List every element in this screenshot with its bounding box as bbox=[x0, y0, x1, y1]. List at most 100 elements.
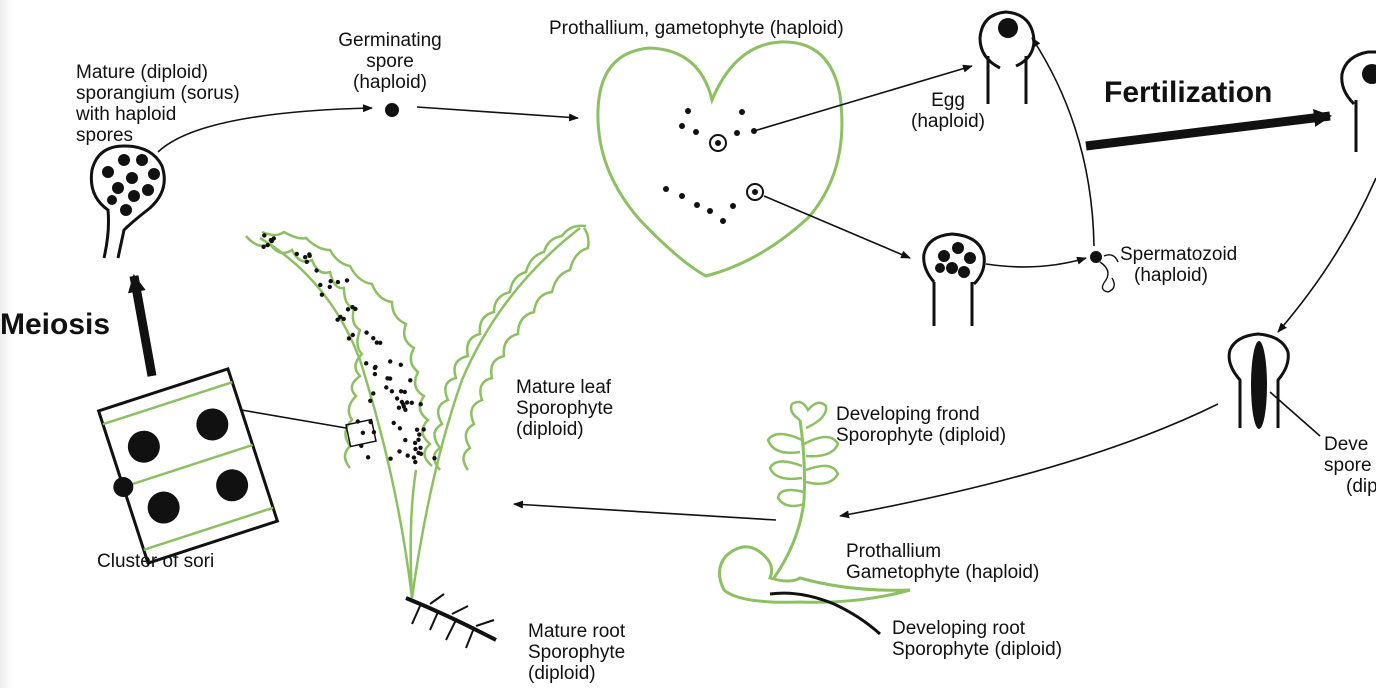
label-developing-sporophyte: Deve spore (dip bbox=[1324, 434, 1376, 497]
label-line: sporangium (sorus) bbox=[76, 83, 240, 104]
sorus-dot bbox=[412, 440, 418, 446]
label-line: Mature (diploid) bbox=[76, 62, 208, 83]
label-line: Mature root bbox=[528, 621, 626, 642]
label-line: spore bbox=[366, 51, 414, 72]
cluster-of-sori bbox=[96, 367, 280, 565]
sorus-dot bbox=[350, 305, 355, 310]
sorus-dot bbox=[432, 456, 437, 461]
sorus-dot bbox=[418, 445, 423, 450]
sorus-dot bbox=[413, 446, 418, 452]
sorus-dot bbox=[338, 314, 343, 320]
sorus-dot bbox=[374, 340, 379, 345]
sorus-dot bbox=[265, 242, 270, 248]
sorus-dot bbox=[384, 385, 389, 390]
sorus-dot bbox=[345, 307, 351, 312]
zygote-archegonium bbox=[1340, 50, 1376, 152]
label-developing-root: Developing root Sporophyte (diploid) bbox=[892, 618, 1062, 660]
sorus-dot bbox=[404, 400, 410, 405]
label-line: Developing root bbox=[892, 618, 1026, 639]
label-line: Germinating bbox=[338, 30, 442, 51]
sorus-dot bbox=[388, 456, 393, 461]
sorus-dot bbox=[398, 362, 403, 367]
prothallium-heart bbox=[596, 40, 844, 278]
sorus-dot bbox=[418, 402, 423, 407]
sorus-dot bbox=[350, 332, 355, 338]
label-line: Egg bbox=[931, 90, 965, 111]
label-prothallium-gametophyte: Prothallium, gametophyte (haploid) bbox=[549, 18, 844, 39]
sorus-dot bbox=[307, 253, 312, 258]
sorus-dot bbox=[389, 389, 395, 394]
sorus-dot bbox=[397, 426, 403, 431]
developing-sporophyte bbox=[1227, 332, 1321, 437]
sorus-dot bbox=[262, 233, 267, 238]
sorus-dot bbox=[371, 336, 376, 341]
label-line: Spermatozoid bbox=[1120, 244, 1238, 265]
sorus-dot bbox=[294, 251, 299, 257]
sorus-dot bbox=[409, 400, 414, 405]
sorus-dot bbox=[271, 236, 276, 241]
sorus-dot bbox=[364, 330, 369, 335]
label-mature-leaf: Mature leaf Sporophyte (diploid) bbox=[516, 377, 613, 440]
label-spermatozoid: Spermatozoid (haploid) bbox=[1120, 244, 1237, 286]
label-line: with haploid bbox=[76, 104, 177, 125]
label-fertilization: Fertilization bbox=[1104, 76, 1273, 109]
sorus-dot bbox=[416, 450, 421, 456]
label-mature-root: Mature root Sporophyte (diploid) bbox=[528, 621, 625, 684]
sorus-dot bbox=[360, 430, 366, 435]
sorus-dot bbox=[368, 398, 373, 403]
label-egg: Egg (haploid) bbox=[900, 90, 996, 132]
sorus-dot bbox=[318, 282, 323, 288]
label-line: Sporophyte bbox=[528, 642, 626, 663]
sorus-dot bbox=[261, 244, 266, 249]
label-line: Deve bbox=[1324, 434, 1369, 455]
label-prothallium-gametophyte-bottom: Prothallium Gametophyte (haploid) bbox=[846, 541, 1039, 583]
sorus-dot bbox=[335, 317, 340, 322]
label-line: (diploid) bbox=[528, 663, 596, 684]
sorus-dot bbox=[391, 420, 396, 426]
label-line: Mature leaf bbox=[516, 377, 612, 398]
sorus-dot bbox=[372, 371, 378, 377]
sorus-dot bbox=[385, 376, 390, 381]
young-sporophyte bbox=[718, 400, 911, 636]
sorus-dot bbox=[341, 316, 346, 322]
mature-fern bbox=[245, 224, 590, 649]
sorus-dot bbox=[371, 391, 376, 396]
sorus-dot bbox=[304, 259, 309, 264]
label-sporangium: Mature (diploid) sporangium (sorus) with… bbox=[76, 62, 240, 146]
germinating-spore bbox=[385, 103, 399, 117]
spermatozoid bbox=[1090, 251, 1119, 293]
sorus-dot bbox=[417, 432, 422, 437]
sorus-dot bbox=[421, 427, 426, 432]
sorus-dot bbox=[373, 364, 378, 370]
sorus-dot bbox=[327, 284, 332, 290]
sorus-dot bbox=[397, 449, 402, 454]
label-line: Prothallium bbox=[846, 541, 942, 562]
sorus-dot bbox=[319, 292, 325, 297]
label-line: spore bbox=[1324, 455, 1372, 476]
sorus-dot bbox=[303, 255, 308, 260]
sorus-dot bbox=[344, 278, 350, 283]
label-meiosis: Meiosis bbox=[0, 308, 111, 341]
archegonium-egg bbox=[978, 10, 1036, 104]
sorus-dot bbox=[396, 405, 402, 410]
label-line: (haploid) bbox=[1134, 265, 1208, 286]
sorus-dot bbox=[364, 361, 369, 366]
sorus-dot bbox=[394, 396, 400, 401]
sorus-dot bbox=[398, 389, 404, 394]
sorus-dot bbox=[388, 359, 393, 364]
label-line: Sporophyte bbox=[516, 398, 614, 419]
label-line: Gametophyte (haploid) bbox=[846, 562, 1040, 583]
sorus-dot bbox=[365, 455, 371, 460]
sorus-dot bbox=[401, 404, 407, 409]
label-germinating-spore: Germinating spore (haploid) bbox=[320, 30, 460, 93]
label-cluster-of-sori: Cluster of sori bbox=[97, 551, 215, 572]
sorus-dot bbox=[399, 399, 405, 405]
label-line: (haploid) bbox=[353, 72, 427, 93]
sorus-dot bbox=[416, 437, 421, 442]
sorus-dot bbox=[408, 378, 413, 383]
sorus-dot bbox=[378, 340, 383, 345]
sorus-dot bbox=[335, 279, 341, 285]
label-line: spores bbox=[76, 125, 134, 146]
